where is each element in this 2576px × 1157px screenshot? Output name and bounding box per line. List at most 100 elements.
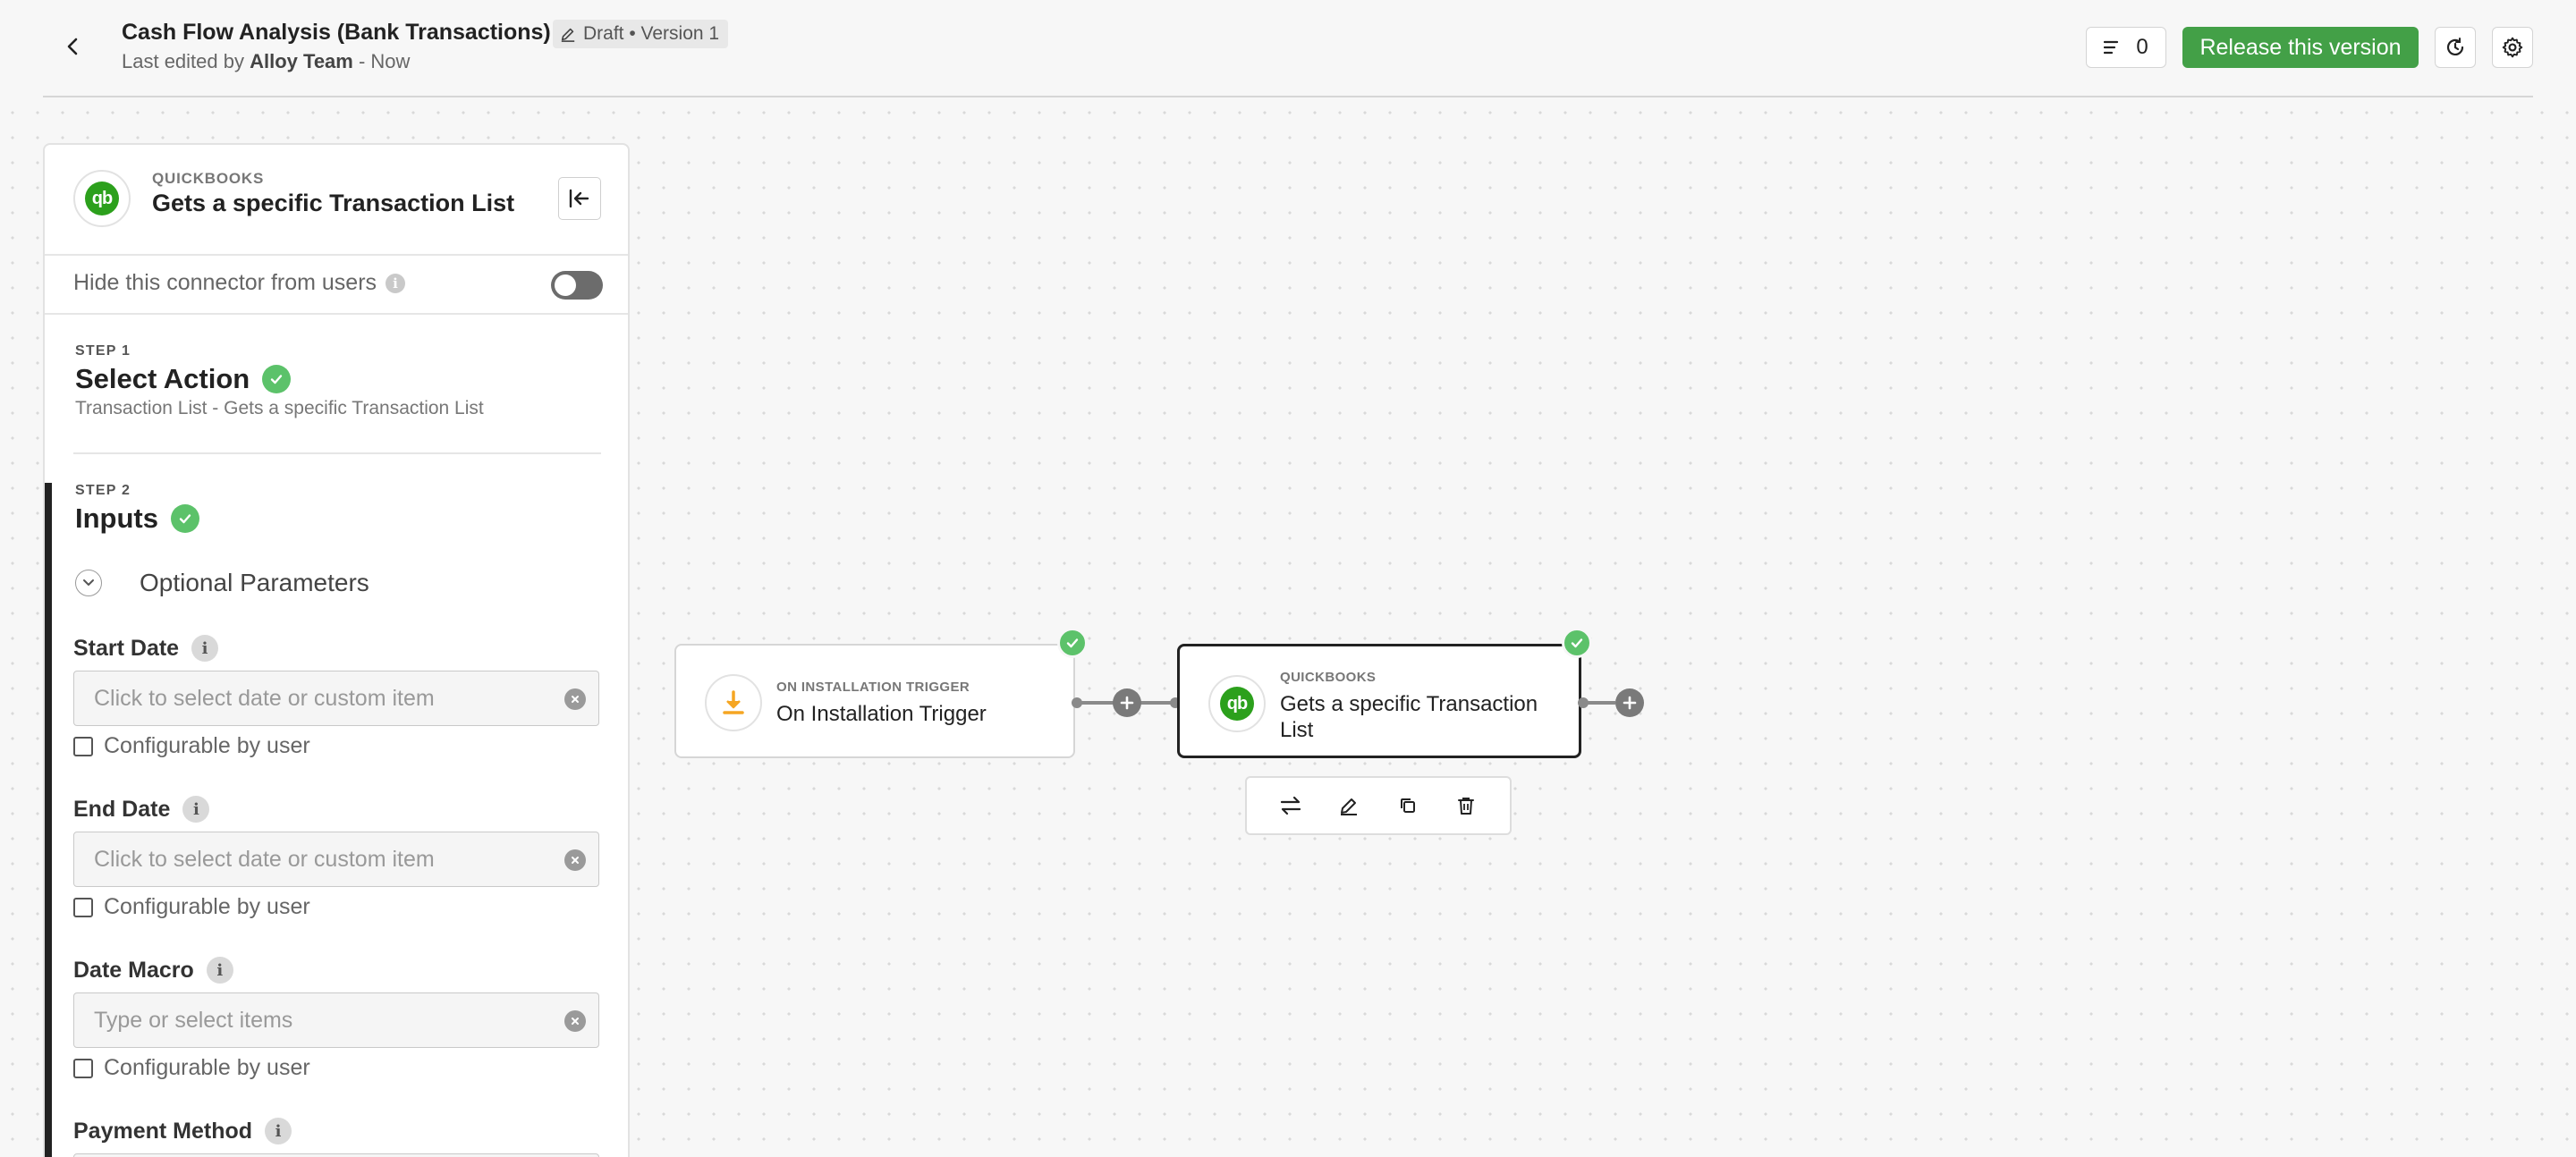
configurable-label: Configurable by user [104,733,310,758]
copy-icon [1400,798,1415,813]
configurable-checkbox[interactable] [73,1058,93,1078]
top-header: Cash Flow Analysis (Bank Transactions) D… [0,0,2576,97]
gear-icon [2502,37,2523,58]
end-date-placeholder: Click to select date or custom item [94,846,435,872]
header-divider [43,96,2533,97]
start-date-placeholder: Click to select date or custom item [94,685,435,711]
end-date-input[interactable]: Click to select date or custom item [73,832,599,887]
duplicate-button[interactable] [1390,788,1426,823]
start-date-label-text: Start Date [73,635,180,661]
payment-method-label-text: Payment Method [73,1118,253,1144]
quickbooks-logo: qb [73,170,131,227]
delete-button[interactable] [1448,788,1484,823]
check-icon [262,365,292,393]
step-divider [73,452,601,454]
end-date-configurable[interactable]: Configurable by user [73,894,310,920]
optional-parameters-toggle[interactable]: Optional Parameters [75,569,369,597]
info-icon[interactable]: i [386,273,406,293]
optional-parameters-label: Optional Parameters [140,569,369,596]
start-date-configurable[interactable]: Configurable by user [73,733,310,759]
pencil-icon [1341,798,1358,815]
end-date-label-text: End Date [73,796,171,822]
info-icon[interactable]: i [182,796,210,823]
payment-method-input[interactable] [73,1153,599,1157]
check-icon [171,504,199,533]
date-macro-configurable[interactable]: Configurable by user [73,1055,310,1081]
release-version-button[interactable]: Release this version [2182,27,2419,68]
date-macro-label: Date Macro i [73,957,233,984]
configurable-label: Configurable by user [104,1055,310,1080]
clear-icon[interactable] [564,688,586,710]
edge-connector [1583,701,1615,705]
info-icon[interactable]: i [206,957,233,984]
collapse-panel-button[interactable] [558,177,601,220]
add-step-button[interactable] [1615,688,1644,717]
quickbooks-action-node[interactable]: qb QUICKBOOKS Gets a specific Transactio… [1177,644,1581,758]
download-icon [723,690,744,714]
quickbooks-logo: qb [1208,675,1266,732]
trigger-node-type: ON INSTALLATION TRIGGER [776,680,970,695]
back-button[interactable] [55,29,91,64]
trigger-icon-wrap [705,674,762,731]
version-badge: Draft • Version 1 [553,20,729,48]
history-icon [2446,38,2464,55]
clear-icon[interactable] [564,849,586,871]
last-edited-when: - Now [358,50,411,72]
trigger-node[interactable]: ON INSTALLATION TRIGGER On Installation … [674,644,1075,758]
swap-button[interactable] [1273,788,1309,823]
node-action-toolbar [1245,776,1512,835]
logs-count: 0 [2136,35,2148,59]
check-icon [1562,628,1592,658]
panel-app-name: QUICKBOOKS [152,170,265,187]
configurable-checkbox[interactable] [73,897,93,917]
last-edited-prefix: Last edited by [122,50,244,72]
hide-connector-toggle[interactable] [551,271,603,300]
date-macro-placeholder: Type or select items [94,1007,293,1033]
configurable-checkbox[interactable] [73,736,93,756]
last-edited: Last edited by Alloy Team - Now [122,50,410,73]
clear-icon[interactable] [564,1010,586,1032]
trigger-node-title: On Installation Trigger [776,702,987,726]
edit-button[interactable] [1331,788,1367,823]
logs-count-button[interactable]: 0 [2086,27,2166,68]
configurable-label: Configurable by user [104,894,310,919]
panel-divider [45,313,628,315]
step1-title-text: Select Action [75,363,250,394]
info-icon[interactable]: i [265,1118,292,1144]
step1-title[interactable]: Select Action [75,363,292,395]
quickbooks-icon: qb [85,182,119,215]
info-icon[interactable]: i [191,635,219,662]
date-macro-input[interactable]: Type or select items [73,992,599,1048]
lines-icon [2104,40,2119,55]
plus-icon [1623,696,1637,710]
step2-title-text: Inputs [75,502,158,534]
end-date-label: End Date i [73,796,210,823]
hide-connector-text: Hide this connector from users [73,270,377,295]
history-button[interactable] [2435,27,2476,68]
panel-action-title: Gets a specific Transaction List [152,190,515,216]
pencil-icon [561,28,575,42]
step2-title[interactable]: Inputs [75,502,199,535]
panel-divider [45,254,628,256]
step1-label: STEP 1 [75,343,131,359]
swap-icon [1280,796,1301,815]
trash-icon [1458,798,1475,815]
start-date-label: Start Date i [73,635,219,662]
version-badge-label: Draft • Version 1 [583,23,720,44]
hide-connector-label: Hide this connector from users i [73,270,406,296]
action-node-title: Gets a specific Transaction List [1280,692,1538,742]
active-step-indicator [45,483,52,1157]
quickbooks-icon: qb [1220,687,1254,721]
check-icon [1057,628,1088,658]
payment-method-label: Payment Method i [73,1118,292,1144]
plus-icon [1120,696,1134,710]
start-date-input[interactable]: Click to select date or custom item [73,671,599,726]
collapse-left-icon [569,189,589,208]
last-edited-by: Alloy Team [250,50,353,72]
step2-label: STEP 2 [75,483,131,498]
connector-config-panel: qb QUICKBOOKS Gets a specific Transactio… [43,143,630,1157]
settings-button[interactable] [2492,27,2533,68]
add-step-button[interactable] [1113,688,1141,717]
chevron-down-icon [75,570,102,596]
workflow-title: Cash Flow Analysis (Bank Transactions) [122,20,551,45]
